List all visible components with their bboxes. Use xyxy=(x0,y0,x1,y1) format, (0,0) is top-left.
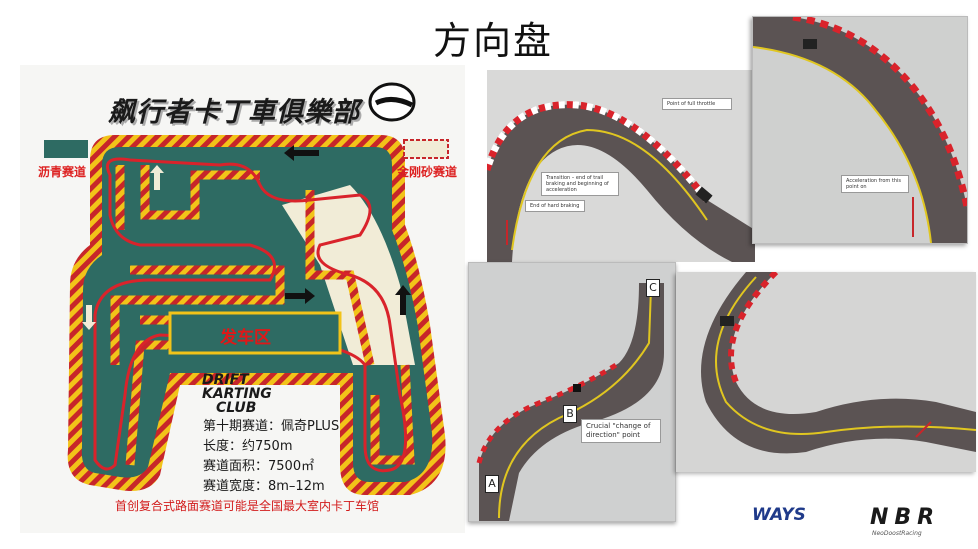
corner-diagram-4 xyxy=(676,272,976,472)
slide-title: 方向盘 xyxy=(432,19,553,63)
racing-line xyxy=(93,157,408,473)
point-c-badge: C xyxy=(646,279,660,297)
corner-diagram-2-graphic xyxy=(753,17,967,243)
logo-line-3: CLUB xyxy=(216,400,257,416)
legend-asphalt-swatch xyxy=(44,140,88,158)
point-b-badge: B xyxy=(563,405,577,423)
legend-emery-swatch xyxy=(403,139,449,159)
track-info-width: 赛道宽度：8m–12m xyxy=(203,479,325,494)
corner-diagram-1-graphic xyxy=(487,101,755,262)
start-area-label: 发车区 xyxy=(220,328,271,348)
corner-diagram-3-graphic xyxy=(476,283,664,521)
track-layout-graphic xyxy=(44,82,449,495)
corner-diagram-1: Point of full throttle Transition – end … xyxy=(487,70,755,262)
legend-asphalt-label: 沥青赛道 xyxy=(38,165,87,179)
helmet-icon xyxy=(368,82,416,122)
corner-diagram-2: Acceleration from this point on xyxy=(752,16,968,244)
track-footnote: 首创复合式路面赛道可能是全国最大室内卡丁车馆 xyxy=(115,499,380,513)
nbr-logo: NBR xyxy=(870,505,941,530)
legend-emery-label: 金刚砂赛道 xyxy=(397,165,458,179)
point-a-badge: A xyxy=(485,475,499,493)
track-info-area: 赛道面积：7500㎡ xyxy=(203,459,315,474)
track-info-length: 长度：约750m xyxy=(203,439,293,454)
nbr-subtitle: NeoDoostRacing xyxy=(872,530,922,537)
logo-line-2: KARTING xyxy=(202,386,272,402)
corner-diagram-3: A B C Crucial "change of direction" poin… xyxy=(468,262,676,522)
callout-change-direction: Crucial "change of direction" point xyxy=(581,419,661,443)
ways-logo: WAYS xyxy=(752,505,806,525)
drift-club-logo: DRIFT KARTING CLUB xyxy=(202,373,272,415)
callout-full-throttle: Point of full throttle xyxy=(662,98,732,110)
white-arrows xyxy=(82,165,164,330)
callout-acceleration: Acceleration from this point on xyxy=(841,175,909,193)
direction-arrows xyxy=(284,145,411,315)
callout-end-braking: End of hard braking xyxy=(525,200,585,212)
start-grid-area xyxy=(168,311,342,355)
logo-line-1: DRIFT xyxy=(202,372,249,388)
callout-transition: Transition – end of trail braking and be… xyxy=(541,172,619,196)
track-info-name: 第十期赛道：佩奇PLUS xyxy=(203,419,340,434)
track-map-panel: 飙行者卡丁車俱樂部 沥青赛道 金刚砂赛道 发车区 DRIFT KARTING C… xyxy=(20,65,465,533)
club-title: 飙行者卡丁車俱樂部 xyxy=(108,97,360,128)
corner-diagram-4-graphic xyxy=(701,272,976,454)
